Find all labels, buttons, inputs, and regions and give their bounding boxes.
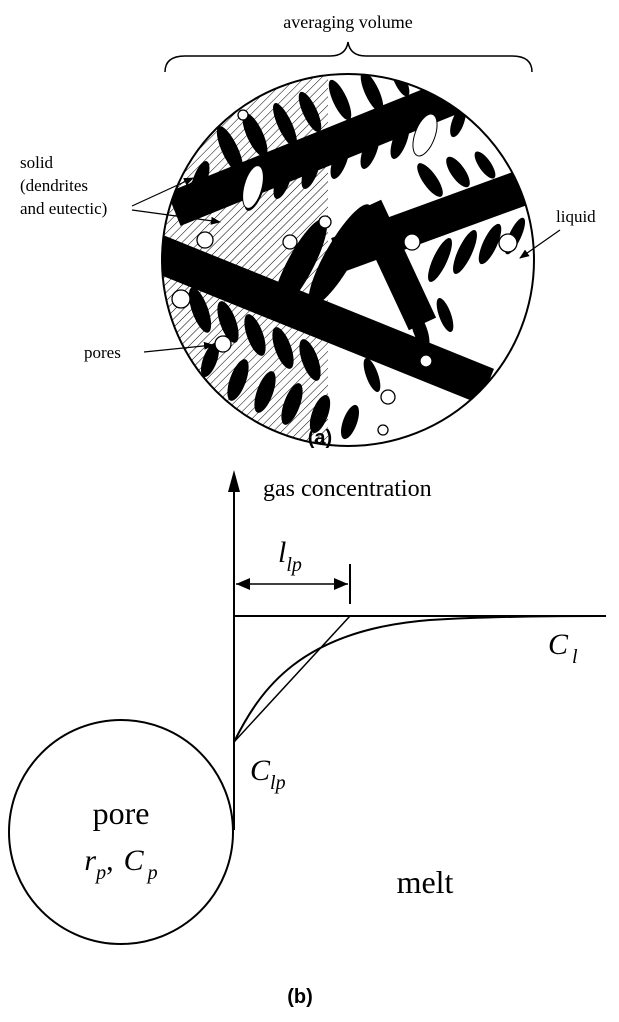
solid-label-line1: solid [20,153,54,172]
solid-label-line3: and eutectic) [20,199,107,218]
liquid-label: liquid [556,207,596,226]
diffusion-length-label: llp [278,536,302,576]
solid-pointer-1 [131,177,194,207]
tangent-line [233,615,351,743]
concentration-axis-arrowhead [228,470,240,492]
panel-a: averaging volume [20,12,596,449]
averaging-volume-brace [164,41,533,73]
y-axis-label: gas concentration [263,476,432,502]
solid-label-line2: (dendrites [20,176,88,195]
pores-label: pores [84,343,121,362]
concentration-profile-curve [233,615,601,743]
liquid-pointer [519,229,561,259]
pores-pointer [143,341,214,353]
caption-a: (a) [308,427,332,449]
averaging-volume-circle [162,74,534,446]
interface-concentration-label: Clp [250,754,286,794]
solid-pointer-2 [131,209,221,225]
pore-circle [8,719,234,945]
diffusion-length-arrowhead-right [334,578,348,590]
averaging-volume-label: averaging volume [283,12,412,32]
caption-b: (b) [287,986,313,1008]
melt-label: melt [397,864,454,900]
pore-label: pore [93,795,150,831]
diffusion-length-arrowhead-left [236,578,250,590]
